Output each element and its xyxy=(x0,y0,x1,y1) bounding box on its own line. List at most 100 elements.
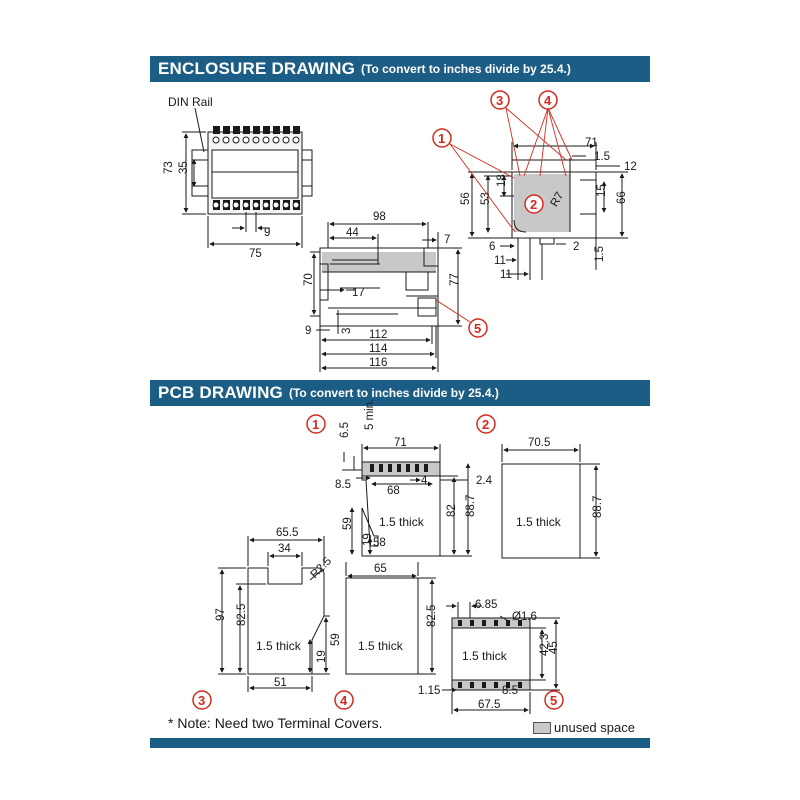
dim-side-tab: 7 xyxy=(444,234,450,246)
callout-2-circle xyxy=(524,194,544,214)
dim-side-w2: 114 xyxy=(369,343,388,355)
enclosure-title: ENCLOSURE DRAWING xyxy=(158,59,356,78)
pcb1-dim-w58: 58 xyxy=(373,537,386,549)
pcb2-dim-height: 88.7 xyxy=(592,496,604,518)
pcb1-callout-label: 1 xyxy=(312,417,319,432)
pcb1-callout-circle xyxy=(306,414,326,434)
pcb3-dim-h59: 59 xyxy=(330,633,342,646)
pcb5-outline xyxy=(442,602,560,714)
dim-front-inner-height: 35 xyxy=(178,161,190,174)
callout-1-circle xyxy=(432,128,452,148)
pcb1-thick-label: 1.5 thick xyxy=(379,515,425,529)
pcb5-dim-right: 8.5 xyxy=(502,685,518,697)
callout-4-circle xyxy=(538,90,558,110)
callout-3-circle xyxy=(490,90,510,110)
dim-side-w1: 112 xyxy=(369,329,387,341)
pcb2-dim-width: 70.5 xyxy=(528,437,550,449)
callout-1-label: 1 xyxy=(438,131,445,146)
pcb3-dim-notch: 34 xyxy=(278,543,291,555)
dim-side-foot: 3 xyxy=(341,328,353,334)
pcb1-dim-left: 8.5 xyxy=(335,479,351,491)
pcb1-dim-inner: 68 xyxy=(387,485,400,497)
legend: unused space xyxy=(533,720,635,735)
pcb1-outline xyxy=(342,444,472,557)
dim-side-offset: 17 xyxy=(352,287,365,299)
pcb3-callout-label: 3 xyxy=(198,693,205,708)
pcb-title: PCB DRAWING xyxy=(158,383,283,402)
dim-right-h4: 15 xyxy=(596,184,608,197)
pcb3-thick-label: 1.5 thick xyxy=(256,639,302,653)
pcb5-dim-h423: 42.3 xyxy=(539,634,551,656)
pcb5-dim-h45: 45 xyxy=(548,641,560,654)
dim-right-width: 71 xyxy=(585,137,598,149)
pcb1-dim-h59: 59 xyxy=(342,517,354,530)
callout-3-label: 3 xyxy=(496,93,503,108)
pcb4-dim-width: 65 xyxy=(374,563,387,575)
pcb1-dim-width: 71 xyxy=(394,437,407,449)
pcb4-thick-label: 1.5 thick xyxy=(358,639,404,653)
pcb-header: PCB DRAWING (To convert to inches divide… xyxy=(150,380,650,406)
enclosure-header: ENCLOSURE DRAWING (To convert to inches … xyxy=(150,56,650,82)
pcb1-dim-h887: 88.7 xyxy=(465,495,477,517)
pcb1-dim-edge: 2.4 xyxy=(476,475,493,487)
front-view xyxy=(182,107,313,248)
enclosure-subtitle: (To convert to inches divide by 25.4.) xyxy=(361,62,571,76)
dim-right-d1: 1.5 xyxy=(594,151,610,163)
unused-space-swatch xyxy=(533,721,551,734)
pcb5-dim-width: 67.5 xyxy=(478,699,500,711)
pcb2-thick-label: 1.5 thick xyxy=(516,515,562,529)
pcb3-dim-top: 65.5 xyxy=(276,527,298,539)
pcb3-dim-h19: 19 xyxy=(316,650,328,663)
dim-right-b5: 1.5 xyxy=(594,246,606,262)
dim-side-top-width: 98 xyxy=(373,211,386,223)
dim-side-total-height: 77 xyxy=(449,273,461,286)
dim-side-inner: 44 xyxy=(346,227,359,239)
pcb5-callout-circle xyxy=(544,690,564,710)
dim-right-h5: 66 xyxy=(616,191,628,204)
pcb5-callout-label: 5 xyxy=(550,693,557,708)
pcb1-dim-6-5: 6.5 xyxy=(339,422,351,438)
pcb4-callout-label: 4 xyxy=(340,693,348,708)
pcb4-callout-circle xyxy=(334,690,354,710)
dim-right-d2: 12 xyxy=(624,161,637,173)
dim-right-b1: 6 xyxy=(489,241,495,253)
dim-front-pitch: 9 xyxy=(264,227,270,239)
callout-5-circle xyxy=(468,318,488,338)
callout-4-label: 4 xyxy=(544,93,552,108)
callout-5-label: 5 xyxy=(474,321,481,336)
side-view xyxy=(310,221,462,372)
pcb5-dim-hole: Ø1.6 xyxy=(512,611,537,623)
pcb3-dim-bottom: 51 xyxy=(274,677,287,689)
pcb1-dim-pitch: 4 xyxy=(421,475,428,487)
dim-front-height: 73 xyxy=(163,161,175,174)
pcb5-thick-label: 1.5 thick xyxy=(462,649,508,663)
pcb3-dim-h825: 82.5 xyxy=(236,604,248,626)
pcb3-dim-h97: 97 xyxy=(215,608,227,621)
dim-right-b2: 11 xyxy=(494,255,506,267)
dim-right-b3: 11 xyxy=(500,269,512,281)
dim-right-h1: 56 xyxy=(460,192,472,205)
pcb2-callout-label: 2 xyxy=(482,417,489,432)
dim-right-h3: 18 xyxy=(496,174,508,187)
callout-leaders xyxy=(449,107,573,233)
pcb1-dim-h82: 82 xyxy=(446,504,458,517)
dim-side-height: 70 xyxy=(303,273,315,286)
pcb2-callout-circle xyxy=(476,414,496,434)
pcb1-dim-h19: 19 xyxy=(362,533,374,546)
pcb4-dim-height: 82.5 xyxy=(426,605,438,627)
dim-side-w3: 116 xyxy=(369,357,387,369)
dim-right-b4: 2 xyxy=(573,241,579,253)
pcb1-dim-5min: 5 min. xyxy=(364,399,376,430)
terminal-cover-note: * Note: Need two Terminal Covers. xyxy=(168,715,383,731)
pcb5-dim-left: 1.15 xyxy=(418,685,440,697)
pcb3-outline xyxy=(218,536,330,692)
dim-side-bottom: 9 xyxy=(305,325,311,337)
din-rail-label: DIN Rail xyxy=(168,95,213,109)
pcb2-outline xyxy=(501,444,600,559)
footer-bar xyxy=(150,738,650,748)
callout-2-label: 2 xyxy=(530,197,537,212)
dim-right-h2: 53 xyxy=(480,192,492,205)
legend-label: unused space xyxy=(554,720,635,735)
pcb-subtitle: (To convert to inches divide by 25.4.) xyxy=(288,386,499,400)
